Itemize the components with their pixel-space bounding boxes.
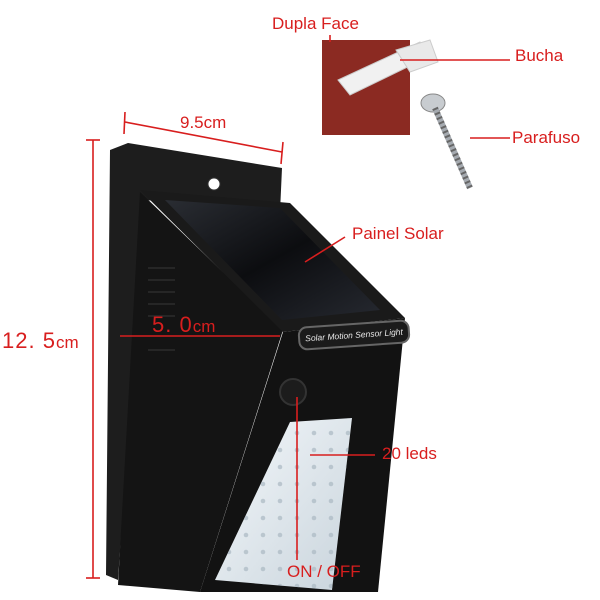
solar-panel [165,200,380,320]
height-unit: cm [55,333,79,352]
screw [420,93,473,190]
depth-value: 5. 0 [152,312,193,337]
callout-switch: ON / OFF [287,562,361,581]
dimension-lines [86,35,510,579]
callout-screw: Parafuso [512,128,581,147]
wall-anchor [337,39,439,96]
callout-double-sided-tape: Dupla Face [272,14,359,33]
depth-label: 5. 0cm [152,312,215,338]
mount-hole [207,177,221,191]
callout-anchor: Bucha [515,46,564,65]
height-value: 12. 5 [2,328,56,353]
depth-unit: cm [192,317,216,336]
callout-solar-panel: Painel Solar [352,224,444,243]
callout-leds: 20 leds [382,444,437,463]
height-label: 12. 5cm [2,328,79,354]
back-plate [106,143,282,580]
power-button [279,378,307,406]
width-label: 9.5cm [180,113,227,132]
